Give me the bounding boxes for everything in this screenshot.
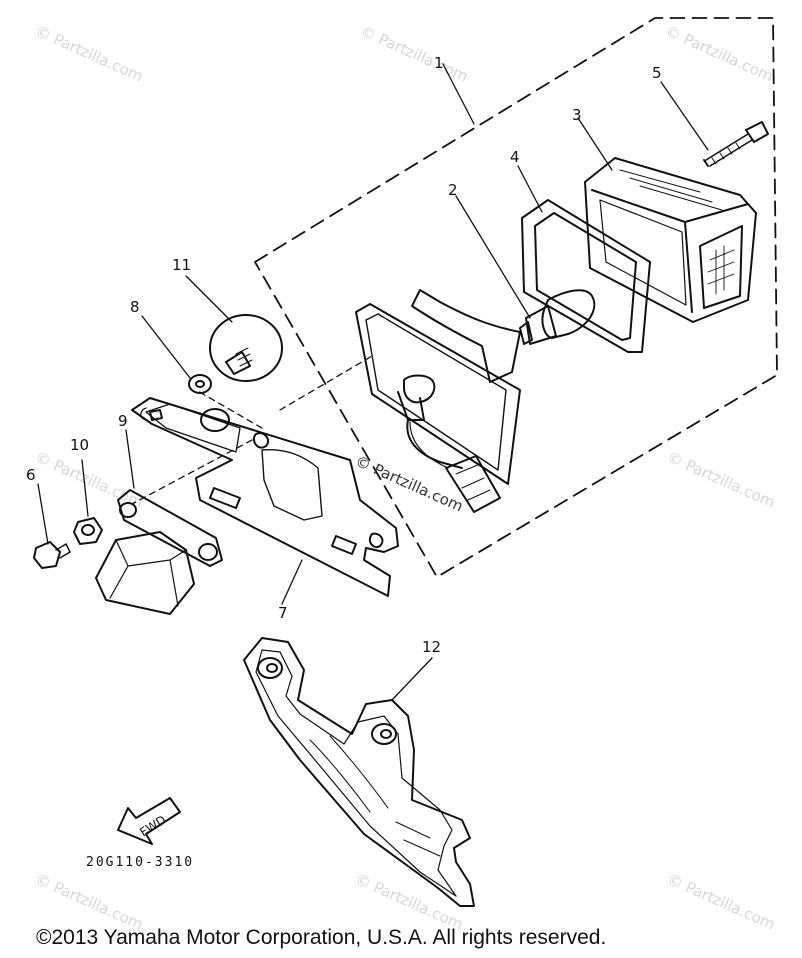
assembly-boundary xyxy=(254,17,778,578)
callout-8: 8 xyxy=(130,298,140,316)
wire-connector xyxy=(445,455,501,513)
callout-9: 9 xyxy=(118,412,128,430)
washer xyxy=(188,374,212,394)
callout-3: 3 xyxy=(572,106,582,124)
callout-5: 5 xyxy=(652,64,662,82)
grommet xyxy=(209,314,283,382)
lens-gasket xyxy=(521,199,651,353)
bolt xyxy=(33,541,71,569)
copyright-notice: ©2013 Yamaha Motor Corporation, U.S.A. A… xyxy=(36,926,607,949)
callout-6: 6 xyxy=(26,466,36,484)
lens-screw xyxy=(703,121,769,167)
mud-guard-bracket xyxy=(243,637,475,907)
callout-12: 12 xyxy=(422,638,442,656)
callout-2: 2 xyxy=(448,181,458,199)
callout-1: 1 xyxy=(434,54,444,72)
lamp-housing xyxy=(355,289,521,485)
callout-11: 11 xyxy=(172,256,192,274)
bulb xyxy=(519,289,596,345)
fwd-arrow-icon xyxy=(117,797,181,845)
callout-10: 10 xyxy=(70,436,90,454)
callout-7: 7 xyxy=(278,604,288,622)
license-bracket xyxy=(131,397,399,597)
fwd-label: FWD xyxy=(137,813,168,840)
tail-lamp-lens xyxy=(584,157,757,323)
diagram-code: 20G110-3310 xyxy=(86,855,195,870)
leader-lines xyxy=(37,63,709,701)
callout-4: 4 xyxy=(510,148,520,166)
side-bracket xyxy=(95,489,223,615)
nut xyxy=(73,517,103,545)
